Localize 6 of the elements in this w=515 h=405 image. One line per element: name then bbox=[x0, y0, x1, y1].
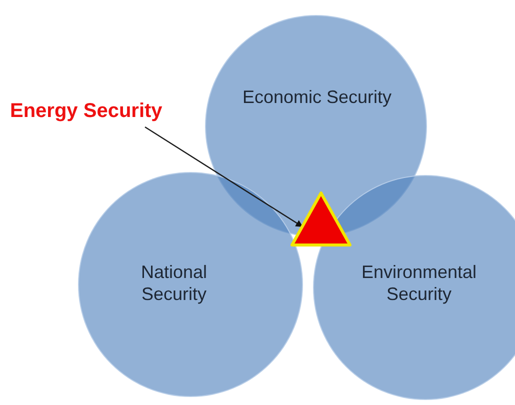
callout-label: Energy Security bbox=[10, 100, 162, 123]
circle-label: Environmental Security bbox=[360, 261, 478, 305]
leader-line bbox=[144, 126, 304, 228]
triangle-marker bbox=[290, 191, 352, 247]
circle-label: Economic Security bbox=[241, 86, 393, 108]
circle-label: National Security bbox=[140, 261, 208, 305]
